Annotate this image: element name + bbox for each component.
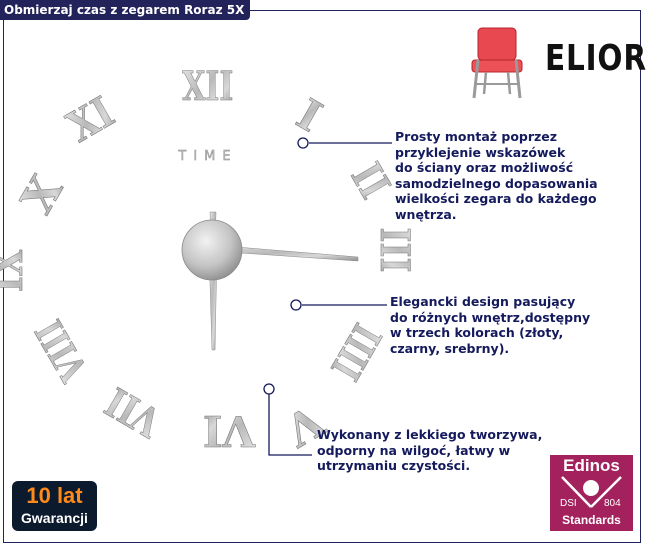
- callout-material: Wykonany z lekkiego tworzywa, odporny na…: [317, 427, 542, 474]
- numeral-xi: XI: [59, 87, 122, 152]
- callout-line: do ściany oraz możliwość: [395, 160, 574, 175]
- callout-line: samodzielnego dopasowania: [395, 175, 598, 191]
- callout-line: Prosty montaż poprzez: [395, 129, 558, 144]
- warranty-label: Gwarancji: [21, 510, 88, 526]
- certificate-number: 804: [604, 498, 621, 509]
- callout-line: utrzymaniu czystości.: [317, 458, 471, 473]
- callout-line: przyklejenie wskazówek: [395, 144, 566, 160]
- clock-hub: [181, 219, 243, 281]
- callout-line: w trzech kolorach (złoty,: [390, 325, 564, 340]
- clock-hands: [181, 211, 359, 351]
- callout-mounting: Prosty montaż poprzez przyklejenie wskaz…: [395, 129, 598, 222]
- callout-line: do różnych wnętrz,dostępny: [390, 309, 591, 325]
- certificate-badge: Edinos DSI 804 Standards: [550, 455, 633, 531]
- callout-line: wielkości zegara do każdego: [395, 191, 597, 206]
- numeral-ii: II: [342, 155, 401, 207]
- numeral-iiii: IIII: [321, 316, 389, 388]
- certificate-standards: Standards: [562, 513, 621, 527]
- numeral-xii: XII: [182, 64, 233, 110]
- certificate-brand: Edinos: [563, 456, 620, 475]
- numeral-i: I: [288, 89, 330, 141]
- callout-line: Wykonany z lekkiego tworzywa,: [317, 427, 543, 442]
- numeral-x: X: [12, 166, 74, 222]
- numeral-iii: III: [371, 228, 418, 273]
- callout-line: wnętrza.: [395, 206, 457, 222]
- callout-line: Elegancki design pasujący: [390, 294, 576, 309]
- callout-design: Elegancki design pasujący do różnych wnę…: [390, 294, 590, 356]
- callout-marker-1: [297, 137, 309, 149]
- certificate-mark-icon: [561, 476, 622, 508]
- brand-chair-icon: [471, 27, 523, 99]
- numeral-viii: VIII: [26, 313, 97, 390]
- callout-line: odporny na wilgoć, łatwy w: [317, 442, 511, 458]
- callout-marker-3: [263, 383, 275, 395]
- content-frame: [3, 10, 641, 543]
- page-title: Obmierzaj czas z zegarem Roraz 5X: [0, 0, 251, 20]
- clock-time-word: TIME: [177, 149, 237, 164]
- numeral-vi: VI: [203, 406, 256, 455]
- brand-logo-text: ELIOR: [545, 38, 647, 79]
- warranty-badge: 10 lat Gwarancji: [12, 481, 97, 531]
- callout-pointers: [263, 137, 392, 456]
- warranty-years: 10 lat: [26, 483, 83, 508]
- numeral-ix: IX: [0, 250, 32, 292]
- certificate-dsi: DSI: [560, 498, 577, 509]
- callout-marker-2: [290, 299, 302, 311]
- numeral-vii: VII: [98, 378, 170, 447]
- callout-line: czarny, srebrny).: [390, 340, 510, 356]
